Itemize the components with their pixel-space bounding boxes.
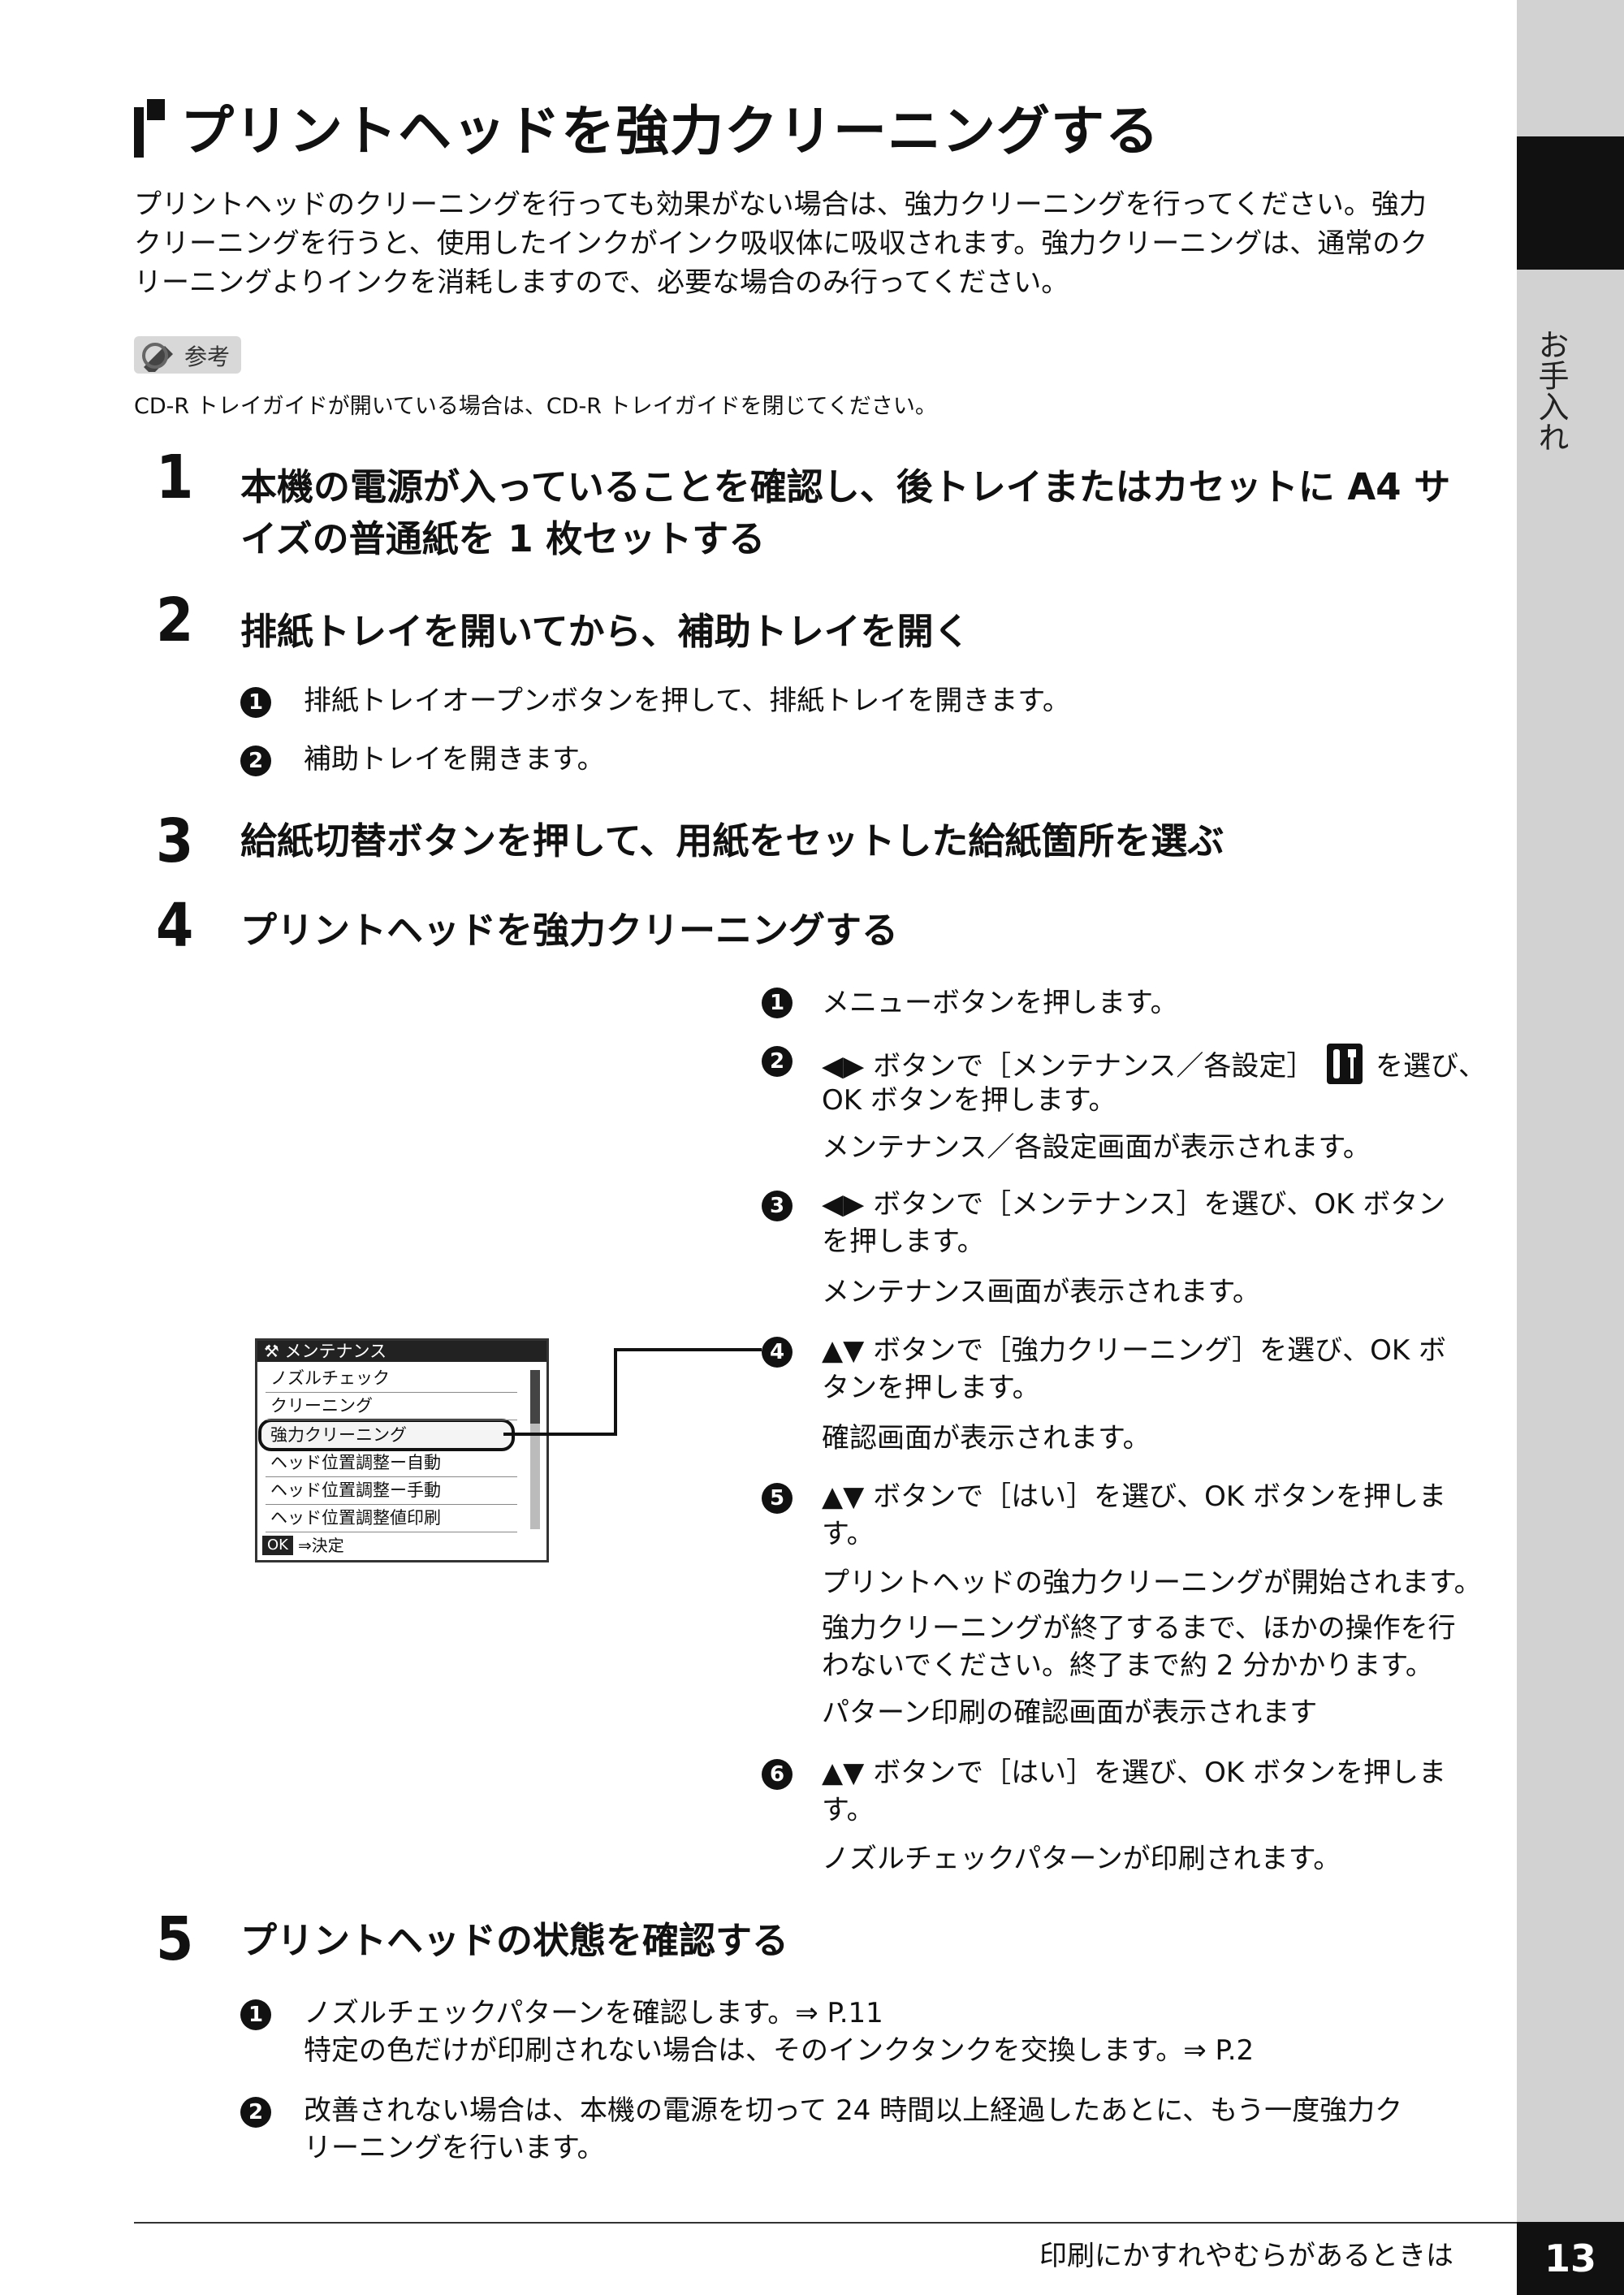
lcd-menu-item-selected: 強力クリーニング <box>270 1425 407 1445</box>
sub-step-text: 排紙トレイオープンボタンを押して、排紙トレイを開きます。 <box>304 685 1070 717</box>
step-number: 5 <box>156 1904 194 1974</box>
lcd-selection-highlight <box>258 1419 515 1451</box>
callout-connector <box>503 1348 762 1436</box>
lcd-menu-item: ノズルチェック <box>266 1365 517 1393</box>
sub-step-marker: 2 <box>240 2097 271 2128</box>
heading-marker-icon <box>134 99 165 158</box>
lcd-screen: ⚒ メンテナンス ノズルチェック クリーニング 強力クリーニング ヘッド位置調整… <box>255 1338 549 1562</box>
lcd-menu-item: クリーニング <box>266 1393 517 1420</box>
sub-step-marker: 3 <box>762 1191 793 1221</box>
side-tab-label: お手入れ <box>1533 329 1569 452</box>
maintenance-tools-icon: ⚒ <box>264 1342 285 1361</box>
step-number: 3 <box>156 806 194 876</box>
sub-step-text: ▲▼ ボタンで［はい］を選び、OK ボタンを押しま す。 <box>822 1480 1446 1550</box>
maintenance-tools-icon <box>1327 1044 1363 1084</box>
sub-step-note: パターン印刷の確認画面が表示されます <box>822 1696 1318 1729</box>
intro-paragraph: プリントヘッドのクリーニングを行っても効果がない場合は、強力クリーニングを行って… <box>134 188 1428 299</box>
reference-badge-label: 参考 <box>184 344 231 370</box>
lcd-header-label: メンテナンス <box>284 1342 387 1361</box>
sub-step-text: ▲▼ ボタンで［はい］を選び、OK ボタンを押しま す。 <box>822 1757 1446 1826</box>
footer-rule <box>134 2222 1518 2224</box>
step-number: 1 <box>156 443 194 512</box>
sub-step-text: メニューボタンを押します。 <box>822 987 1178 1019</box>
sub-step-text: ◀▶ ボタンで［メンテナンス］を選び、OK ボタン を押します。 <box>822 1188 1446 1258</box>
sub-step-note: 確認画面が表示されます。 <box>822 1422 1151 1454</box>
sub-step-marker: 1 <box>762 988 793 1018</box>
sub-step-note: プリントヘッドの強力クリーニングが開始されます。 <box>822 1567 1482 1599</box>
lcd-scroll-thumb <box>530 1370 540 1424</box>
footer-section-title: 印刷にかすれやむらがあるときは <box>1039 2240 1453 2272</box>
lcd-header: ⚒ メンテナンス <box>257 1341 546 1362</box>
sub-step-marker: 5 <box>762 1483 793 1514</box>
step-title: 排紙トレイを開いてから、補助トレイを開く <box>240 610 970 653</box>
sub-step-note: ノズルチェックパターンが印刷されます。 <box>822 1843 1341 1875</box>
lcd-ok-key: OK <box>262 1536 293 1555</box>
lcd-menu-item: ヘッド位置調整ー手動 <box>266 1477 517 1505</box>
step-title: 給紙切替ボタンを押して、用紙をセットした給紙箇所を選ぶ <box>240 819 1224 862</box>
sub-step-text: を選び、 <box>1376 1050 1487 1083</box>
lcd-ok-hint: ⇒決定 <box>298 1536 344 1555</box>
sub-step-text: OK ボタンを押します。 <box>822 1084 1116 1117</box>
sub-step-marker: 6 <box>762 1759 793 1790</box>
sub-step-marker: 1 <box>240 1999 271 2030</box>
step-title: プリントヘッドを強力クリーニングする <box>240 909 899 952</box>
step-number: 2 <box>156 586 194 655</box>
pencil-icon <box>142 343 173 372</box>
sub-step-note: メンテナンス画面が表示されます。 <box>822 1276 1260 1308</box>
lcd-menu-item: ヘッド位置調整ー自動 <box>266 1450 517 1477</box>
sub-step-note: 強力クリーニングが終了するまで、ほかの操作を行 わないでください。終了まで約 2… <box>822 1612 1456 1682</box>
step-title: 本機の電源が入っていることを確認し、後トレイまたはカセットに A4 サ イズの普… <box>240 465 1451 560</box>
sub-step-marker: 4 <box>762 1337 793 1368</box>
sub-step-marker: 1 <box>240 687 271 718</box>
sub-step-text: 改善されない場合は、本機の電源を切って 24 時間以上経過したあとに、もう一度強… <box>304 2094 1403 2164</box>
sub-step-marker: 2 <box>240 746 271 776</box>
sub-step-marker: 2 <box>762 1046 793 1077</box>
reference-note: CD-R トレイガイドが開いている場合は、CD-R トレイガイドを閉じてください… <box>134 394 937 419</box>
side-tab-bar <box>1517 0 1624 2295</box>
side-tab-marker <box>1517 136 1624 270</box>
sub-step-text: ◀▶ ボタンで［メンテナンス／各設定］ <box>822 1050 1315 1083</box>
page-title: プリントヘッドを強力クリーニングする <box>180 100 1160 162</box>
sub-step-text: ▲▼ ボタンで［強力クリーニング］を選び、OK ボ タンを押します。 <box>822 1334 1446 1404</box>
sub-step-note: メンテナンス／各設定画面が表示されます。 <box>822 1131 1371 1164</box>
reference-badge: 参考 <box>134 336 241 374</box>
sub-step-text: 補助トレイを開きます。 <box>304 743 605 776</box>
step-number: 4 <box>156 891 194 961</box>
sub-step-text: ノズルチェックパターンを確認します。⇒ P.11 特定の色だけが印刷されない場合… <box>304 1997 1255 2067</box>
page-number: 13 <box>1517 2222 1624 2295</box>
lcd-menu-item: ヘッド位置調整値印刷 <box>266 1505 517 1532</box>
step-title: プリントヘッドの状態を確認する <box>240 1919 789 1962</box>
